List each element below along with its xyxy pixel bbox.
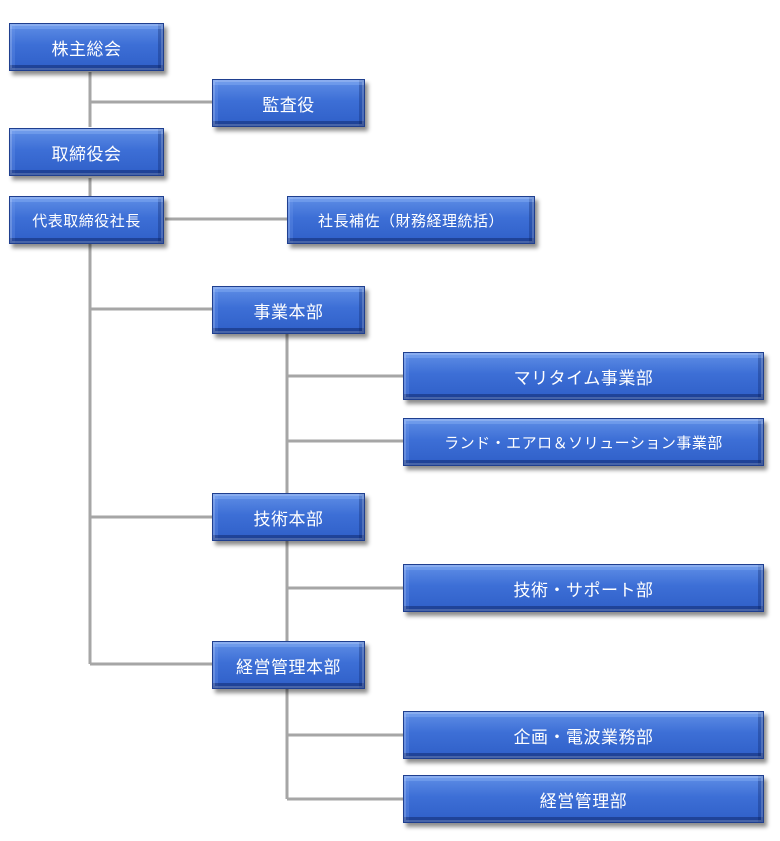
box-president: 代表取締役社長 xyxy=(9,196,164,244)
box-admin-dept: 経営管理部 xyxy=(403,775,764,823)
box-auditor: 監査役 xyxy=(212,79,365,127)
box-tech-support-dept: 技術・サポート部 xyxy=(403,564,764,612)
box-president-assistant: 社長補佐（財務経理統括） xyxy=(287,196,535,244)
box-board-of-directors: 取締役会 xyxy=(9,128,164,176)
box-land-aero-division: ランド・エアロ＆ソリューション事業部 xyxy=(403,418,764,466)
box-shareholders-meeting: 株主総会 xyxy=(9,23,164,71)
box-technology-hq: 技術本部 xyxy=(212,493,365,541)
box-maritime-division: マリタイム事業部 xyxy=(403,352,764,400)
box-planning-radio-dept: 企画・電波業務部 xyxy=(403,711,764,759)
box-admin-hq: 経営管理本部 xyxy=(212,641,365,689)
box-business-hq: 事業本部 xyxy=(212,286,365,334)
